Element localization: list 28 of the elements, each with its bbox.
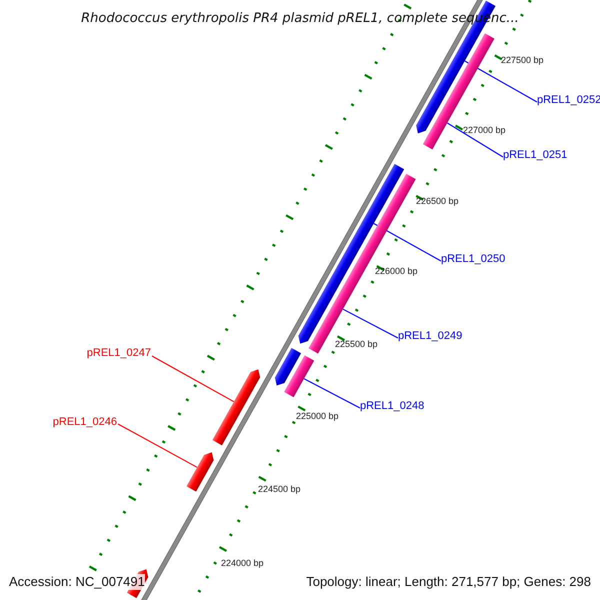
leader-line: [304, 378, 360, 408]
gene-feature: [212, 369, 260, 446]
leader-line: [118, 424, 198, 468]
leader-line: [447, 122, 504, 158]
gene-feature: [186, 452, 214, 492]
gene-label: pREL1_0248: [360, 400, 424, 414]
gene-label: pREL1_0247: [86, 347, 151, 360]
leader-line: [152, 356, 234, 402]
gene-label: pREL1_0251: [503, 149, 568, 162]
gene-feature: [274, 348, 302, 386]
leader-line: [342, 308, 398, 338]
leader-line: [374, 223, 442, 262]
accession-text: Accession: NC_007491: [9, 574, 145, 590]
gene-label: pREL1_0250: [441, 253, 506, 266]
gene-label: pREL1_0249: [398, 330, 462, 344]
summary-text: Topology: linear; Length: 271,577 bp; Genes: 298: [306, 574, 591, 590]
scale-label: 224000 bp: [221, 558, 264, 569]
gene-feature: [422, 33, 494, 150]
scale-label: 226000 bp: [375, 266, 418, 277]
scale-label: 224500 bp: [258, 484, 301, 495]
gene-feature: [284, 355, 314, 398]
scale-label: 227000 bp: [463, 125, 506, 136]
scale-label: 226500 bp: [416, 196, 459, 207]
scale-label: 225000 bp: [296, 411, 339, 422]
leader-line: [464, 60, 538, 102]
gene-label: pREL1_0246: [52, 416, 117, 430]
scale-label: 225500 bp: [335, 339, 378, 350]
scale-label: 227500 bp: [501, 55, 544, 66]
